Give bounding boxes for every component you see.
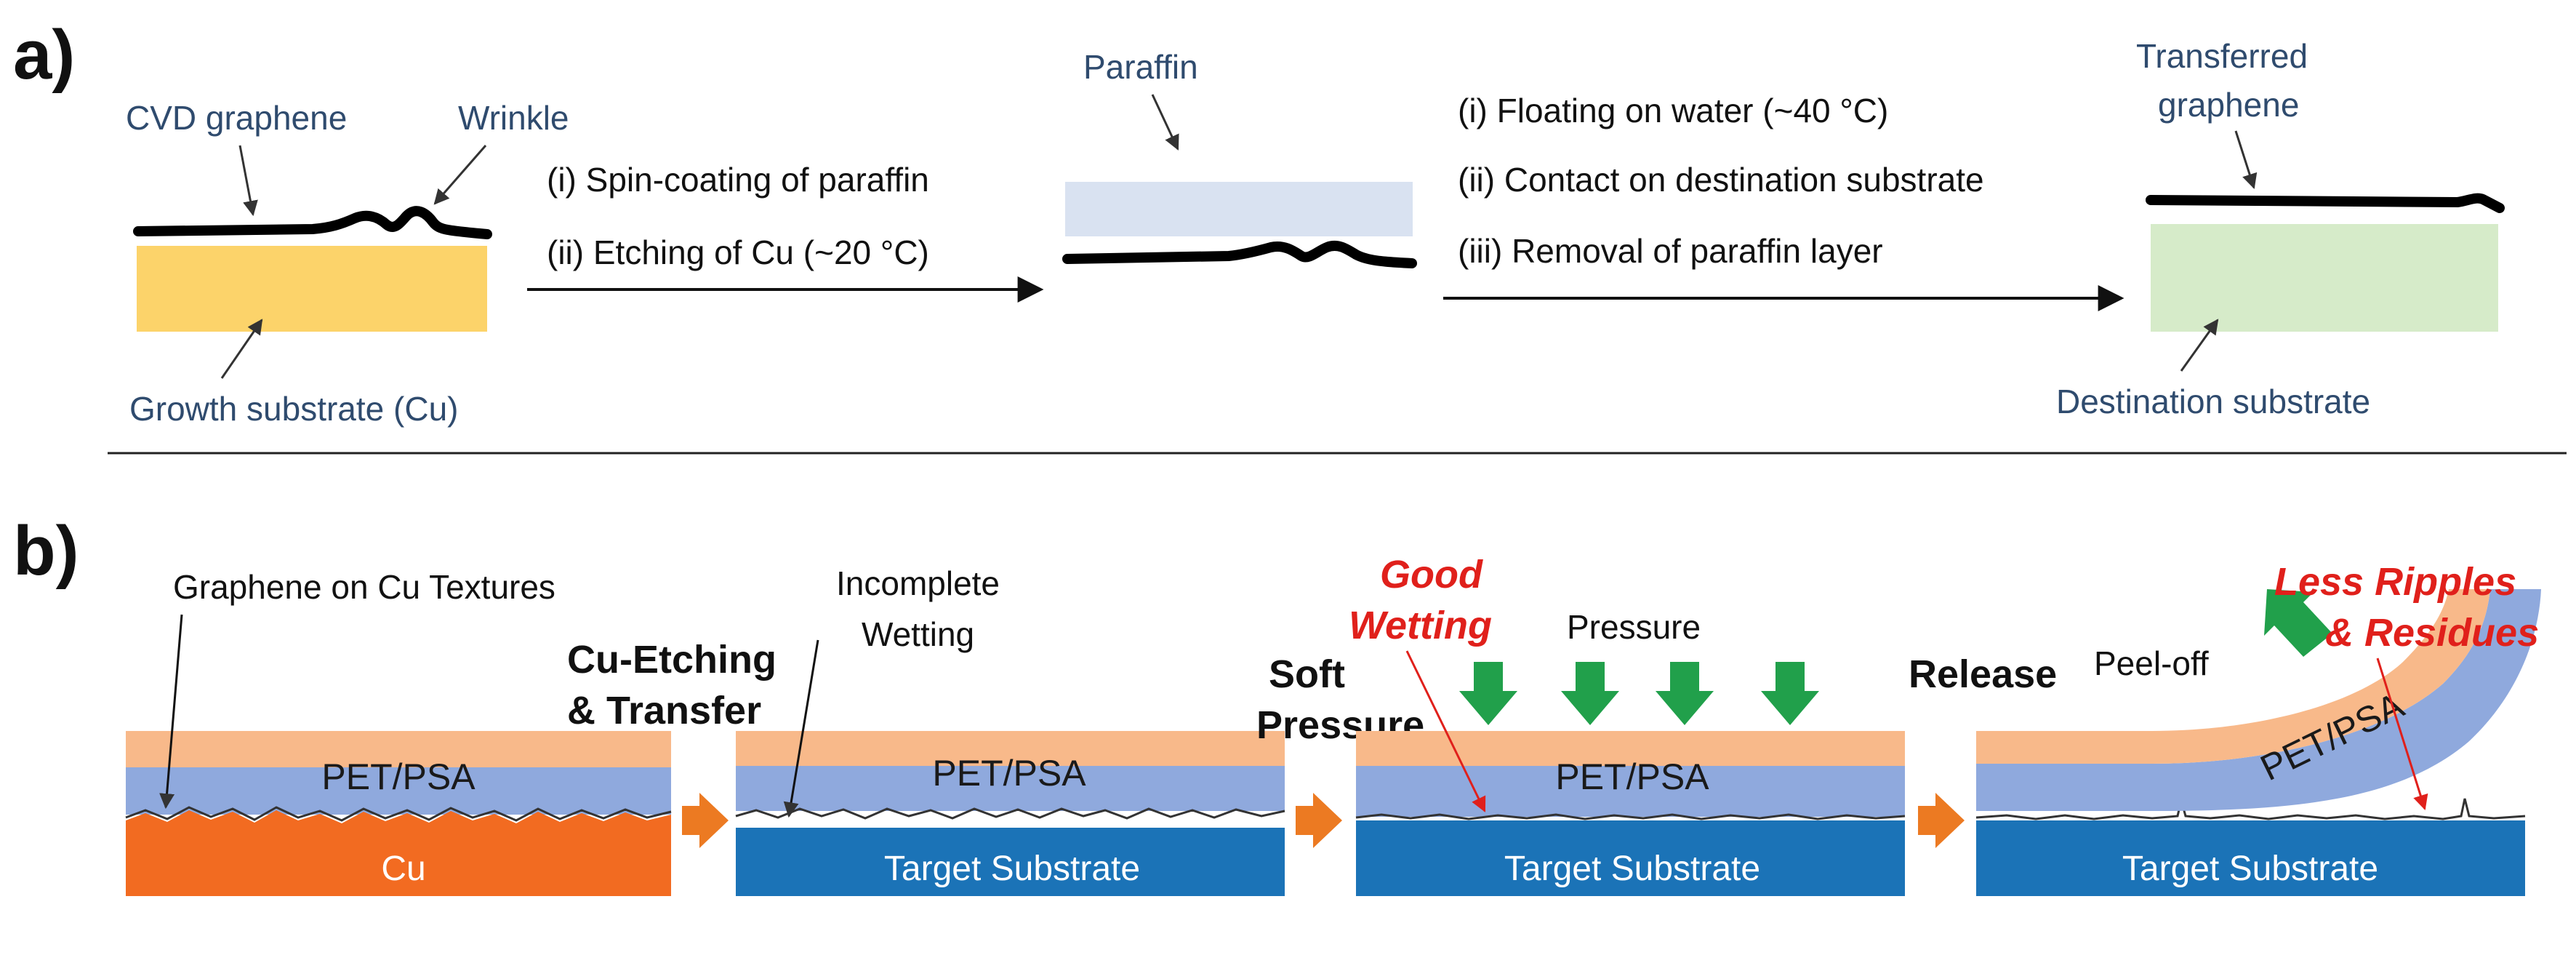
destination-substrate-label: Destination substrate	[2056, 383, 2370, 420]
transferred-pointer	[2234, 130, 2258, 189]
stage1-cu	[126, 810, 671, 896]
stage4-graphene	[1975, 798, 2526, 820]
stage2-gap	[736, 813, 1285, 828]
cu-etching-line2: & Transfer	[567, 689, 761, 732]
destination-substrate	[2151, 224, 2498, 332]
stage2-graphene	[735, 807, 1285, 820]
incomplete-line2: Wetting	[862, 615, 974, 653]
stage1-cu-label: Cu	[381, 850, 425, 888]
soft-line1: Soft	[1269, 652, 1345, 696]
stage4-target-substrate	[1976, 820, 2525, 896]
release-label: Release	[1909, 652, 2057, 696]
graphene-on-cu-label: Graphene on Cu Textures	[173, 568, 555, 606]
less-ripples-pointer	[2376, 658, 2428, 811]
stage-arrow-2	[1296, 793, 1342, 848]
wrinkle-label: Wrinkle	[458, 99, 569, 137]
destination-pointer	[2180, 319, 2219, 372]
cvd-graphene-label: CVD graphene	[126, 99, 347, 137]
stage-arrow-3	[1918, 793, 1965, 848]
transferred-label-2: graphene	[2158, 86, 2299, 124]
growth-substrate-pointer	[220, 319, 263, 379]
cvd-graphene-pointer	[238, 145, 258, 217]
stage3-target-label: Target Substrate	[1504, 850, 1760, 888]
panel-a: a) CVD graphene Wrinkle Growth substrate…	[13, 16, 2505, 428]
less-line1: Less Ripples	[2274, 560, 2516, 604]
graphene-on-cu-pointer	[159, 614, 183, 810]
good-wetting-pointer	[1405, 650, 1486, 812]
stage2-pet-psa-label: PET/PSA	[932, 753, 1086, 794]
stage3-psa	[1356, 766, 1905, 817]
less-line2: & Residues	[2325, 611, 2539, 655]
panel-a-letter: a)	[13, 16, 75, 94]
paraffin-pointer	[1151, 94, 1179, 151]
growth-substrate-label: Growth substrate (Cu)	[129, 390, 458, 428]
stage2-psa	[736, 766, 1285, 811]
pressure-arrow-3	[1656, 662, 1714, 725]
stage2-pet	[736, 731, 1285, 766]
step2-line1: (i) Floating on water (~40 °C)	[1458, 92, 1888, 129]
stage1-psa	[126, 767, 671, 815]
incomplete-line1: Incomplete	[836, 564, 1000, 602]
stage4-psa-peeling	[1976, 589, 2541, 811]
transferred-label-1: Transferred	[2136, 37, 2308, 75]
stage4-pet-peeling	[1976, 589, 2490, 764]
pressure-arrows	[1459, 662, 1819, 725]
stage1-pet	[126, 731, 671, 767]
pressure-arrow-4	[1761, 662, 1819, 725]
graphene-under-paraffin	[1062, 240, 1417, 268]
step2-line2: (ii) Contact on destination substrate	[1458, 161, 1984, 199]
panel-b: b) PET/PSA Cu Graphene on Cu Textures Cu…	[13, 512, 2541, 896]
paraffin-label: Paraffin	[1083, 48, 1198, 86]
incomplete-wetting-pointer	[783, 639, 819, 818]
stage4-target-label: Target Substrate	[2122, 850, 2378, 888]
stage-arrow-1	[682, 793, 729, 848]
growth-substrate-cu	[137, 246, 487, 332]
wrinkle-pointer	[433, 145, 487, 205]
stage2-target-label: Target Substrate	[884, 850, 1140, 888]
panel-b-letter: b)	[13, 512, 79, 590]
step1-line2: (ii) Etching of Cu (~20 °C)	[547, 233, 929, 271]
peel-off-arrow	[2264, 589, 2332, 657]
pressure-arrow-2	[1561, 662, 1619, 725]
stage3-graphene	[1355, 813, 1906, 820]
good-line2: Wetting	[1349, 604, 1492, 647]
pressure-arrow-1	[1459, 662, 1517, 725]
stage1-graphene	[125, 806, 672, 822]
cvd-graphene-wrinkled	[133, 206, 492, 239]
stage3-target-substrate	[1356, 820, 1905, 896]
paraffin-layer	[1065, 182, 1413, 236]
step1-line1: (i) Spin-coating of paraffin	[547, 161, 929, 199]
good-line1: Good	[1380, 553, 1483, 596]
step2-line3: (iii) Removal of paraffin layer	[1458, 232, 1883, 270]
stage3-pet-psa-label: PET/PSA	[1555, 756, 1709, 797]
transferred-graphene	[2146, 193, 2505, 213]
stage2-target-substrate	[736, 828, 1285, 896]
peel-off-label: Peel-off	[2094, 644, 2209, 682]
stage1-pet-psa-label: PET/PSA	[321, 756, 476, 797]
cu-etching-line1: Cu-Etching	[567, 638, 777, 682]
pressure-label: Pressure	[1567, 608, 1701, 646]
